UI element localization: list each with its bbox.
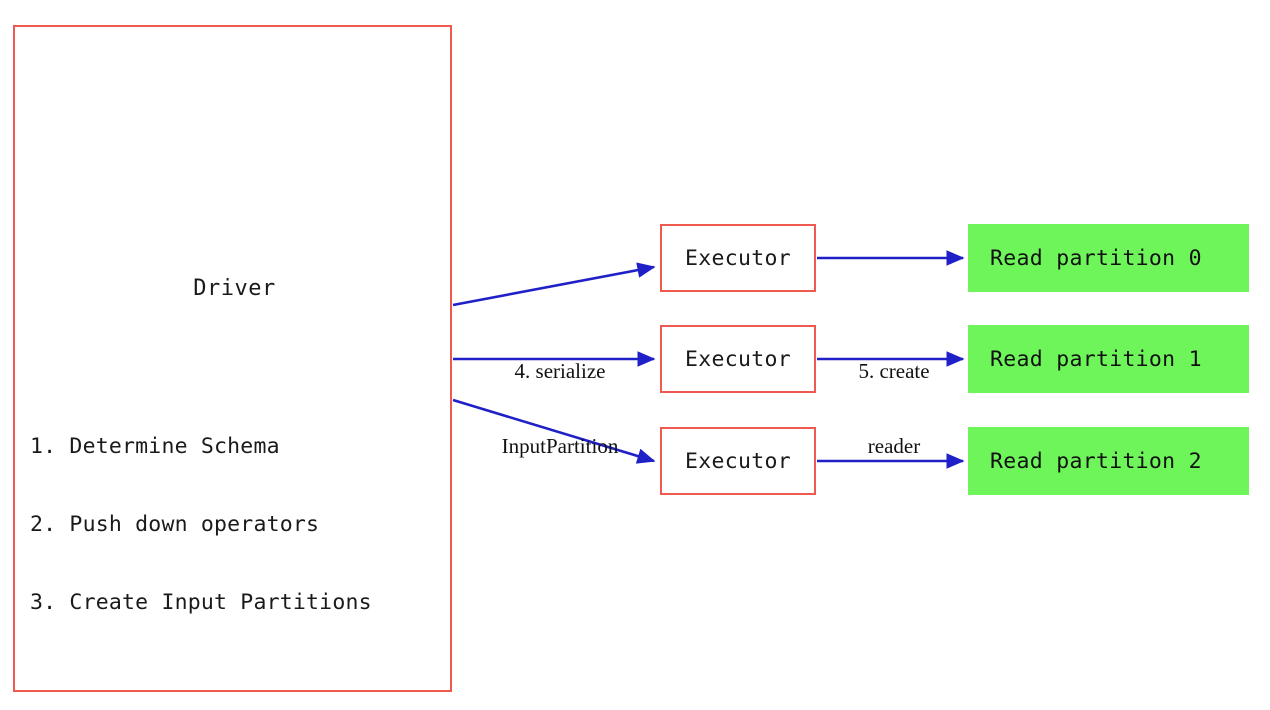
executor-label-2: Executor bbox=[685, 448, 791, 474]
driver-title: Driver bbox=[193, 276, 276, 301]
driver-box: Driver 1. Determine Schema 2. Push down … bbox=[13, 25, 452, 692]
arrow-label-serialize-line-1: 4. serialize bbox=[514, 359, 606, 383]
driver-steps-list: 1. Determine Schema 2. Push down operato… bbox=[30, 382, 454, 668]
executor-box-1: Executor bbox=[660, 325, 816, 393]
arrow-label-create-reader-line-2: reader bbox=[867, 434, 921, 458]
partition-label-0: Read partition 0 bbox=[990, 245, 1202, 271]
arrow-label-serialize-input-partition: 4. serialize InputPartition bbox=[468, 309, 652, 509]
executor-label-0: Executor bbox=[685, 245, 791, 271]
driver-step-2: 2. Push down operators bbox=[30, 512, 320, 537]
executor-box-2: Executor bbox=[660, 427, 816, 495]
arrow-label-serialize-line-2: InputPartition bbox=[501, 434, 619, 458]
arrow-driver-to-executor-0 bbox=[452, 262, 656, 307]
driver-step-1: 1. Determine Schema bbox=[30, 434, 280, 459]
executor-box-0: Executor bbox=[660, 224, 816, 292]
partition-box-0: Read partition 0 bbox=[968, 224, 1249, 292]
arrow-label-create-reader: 5. create reader bbox=[824, 309, 964, 509]
partition-box-2: Read partition 2 bbox=[968, 427, 1249, 495]
partition-label-1: Read partition 1 bbox=[990, 346, 1202, 372]
arrow-label-create-reader-line-1: 5. create bbox=[858, 359, 930, 383]
partition-box-1: Read partition 1 bbox=[968, 325, 1249, 393]
partition-label-2: Read partition 2 bbox=[990, 448, 1202, 474]
driver-step-3: 3. Create Input Partitions bbox=[30, 590, 372, 615]
executor-label-1: Executor bbox=[685, 346, 791, 372]
